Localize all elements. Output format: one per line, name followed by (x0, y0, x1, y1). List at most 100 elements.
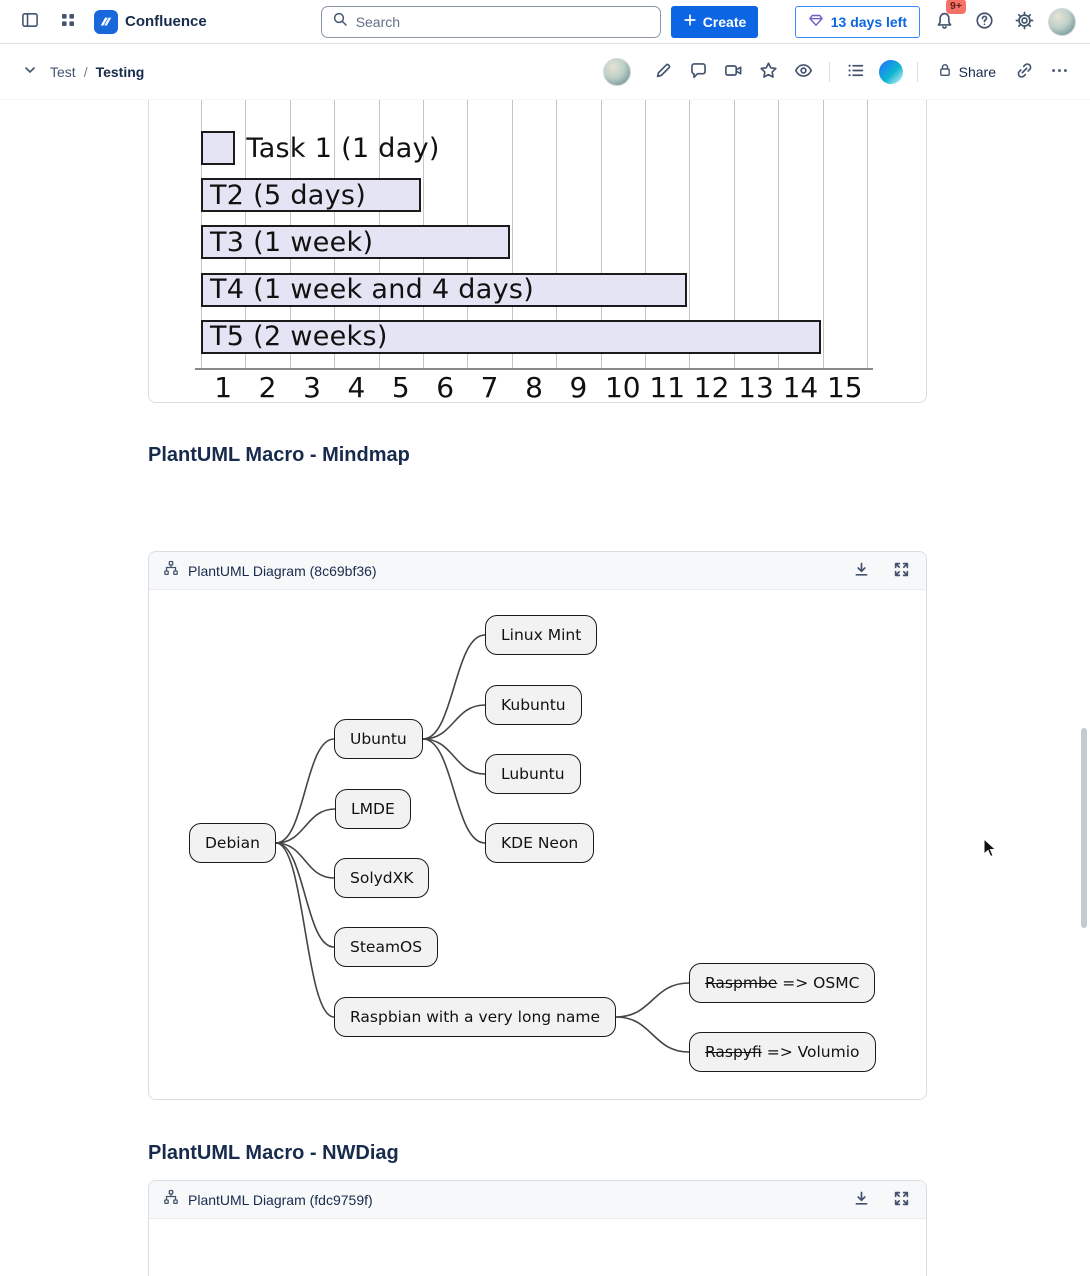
ellipsis-icon (1050, 61, 1069, 83)
pencil-icon (654, 61, 673, 83)
share-label: Share (958, 63, 996, 80)
video-button[interactable] (717, 56, 750, 88)
mindmap-panel-header: PlantUML Diagram (8c69bf36) (149, 552, 926, 590)
gantt-axis-label: 12 (693, 371, 730, 403)
mindmap-node-label: KDE Neon (501, 834, 579, 852)
heading-plantuml-mindmap: PlantUML Macro - Mindmap (148, 444, 410, 466)
gantt-gridline (822, 100, 824, 368)
list-icon (846, 61, 865, 83)
lock-icon (937, 62, 953, 81)
mindmap-connector (422, 634, 486, 740)
create-button-label: Create (702, 13, 747, 30)
nwdiag-panel-header: PlantUML Diagram (fdc9759f) (149, 1181, 926, 1219)
download-icon (853, 1190, 870, 1210)
mindmap-node-label: Lubuntu (501, 765, 565, 783)
question-icon (975, 11, 994, 33)
app-name: Confluence (125, 13, 207, 30)
app-switcher-button[interactable] (52, 6, 84, 38)
trial-countdown-button[interactable]: 13 days left (794, 5, 920, 38)
fullscreen-diagram-button[interactable] (890, 560, 912, 582)
mindmap-node-label: SolydXK (350, 869, 414, 887)
mindmap-connector (422, 738, 486, 844)
bell-icon (935, 11, 954, 33)
vertical-scrollbar-thumb[interactable] (1081, 728, 1087, 928)
gantt-axis-label: 6 (436, 371, 455, 403)
gantt-axis-line (195, 368, 873, 370)
search-input[interactable] (355, 13, 650, 30)
breadcrumb-separator: / (83, 63, 88, 80)
toolbar-divider (916, 61, 918, 82)
breadcrumb-current: Testing (95, 63, 145, 80)
share-button[interactable]: Share (927, 56, 1006, 88)
gantt-axis-label: 15 (826, 371, 863, 403)
download-diagram-button[interactable] (850, 560, 872, 582)
rovo-app-icon[interactable] (878, 59, 903, 84)
mindmap-node-label: Raspbian with a very long name (350, 1008, 600, 1026)
mindmap-node-kdeneon: KDE Neon (485, 823, 595, 863)
settings-button[interactable] (1008, 6, 1040, 38)
chevron-down-icon (22, 62, 38, 81)
page-content: Task 1 (1 day)T2 (5 days)T3 (1 week)T4 (… (148, 100, 927, 1276)
edit-page-button[interactable] (647, 56, 680, 88)
mindmap-connector (422, 738, 486, 775)
mindmap-node-volumio: Raspyfi => Volumio (689, 1032, 876, 1072)
mindmap-node-steamos: SteamOS (334, 927, 439, 967)
gantt-axis-label: 14 (782, 371, 819, 403)
comments-button[interactable] (682, 56, 715, 88)
nwdiag-diagram (149, 1219, 926, 1276)
mindmap-connector (615, 982, 690, 1018)
global-search[interactable] (320, 5, 661, 38)
top-navigation: Confluence Create (0, 0, 1090, 44)
gantt-gridline (733, 100, 735, 368)
mindmap-connector (275, 842, 335, 879)
collapse-breadcrumb-button[interactable] (14, 56, 46, 88)
watch-button[interactable] (787, 56, 820, 88)
gantt-axis-label: 1 (214, 371, 233, 403)
trial-label: 13 days left (830, 13, 907, 30)
gantt-gridline (778, 100, 780, 368)
camera-icon (724, 61, 743, 83)
notification-count-badge: 9+ (946, 0, 966, 14)
mindmap-connector (615, 1016, 690, 1053)
confluence-logo[interactable]: Confluence (94, 9, 207, 34)
expand-icon (893, 1190, 910, 1210)
gantt-bar (201, 131, 236, 165)
gem-icon (808, 12, 824, 31)
mindmap-node-lmde: LMDE (335, 789, 411, 829)
mindmap-connector (275, 842, 335, 1018)
gantt-chart: Task 1 (1 day)T2 (5 days)T3 (1 week)T4 (… (149, 100, 926, 402)
mouse-cursor (980, 837, 1000, 863)
user-avatar[interactable] (1048, 7, 1076, 36)
plus-icon (683, 13, 697, 30)
copy-link-button[interactable] (1008, 56, 1041, 88)
gantt-axis-label: 11 (649, 371, 686, 403)
star-icon (759, 61, 778, 83)
sidebar-toggle-button[interactable] (14, 6, 46, 38)
nwdiag-diagram-panel: PlantUML Diagram (fdc9759f) (148, 1180, 927, 1276)
fullscreen-diagram-button[interactable] (890, 1189, 912, 1211)
panel-left-icon (21, 11, 39, 32)
help-button[interactable] (968, 6, 1000, 38)
gantt-gridline (600, 100, 602, 368)
gantt-axis-label: 5 (391, 371, 410, 403)
create-button[interactable]: Create (670, 5, 759, 38)
favorite-button[interactable] (752, 56, 785, 88)
download-diagram-button[interactable] (850, 1189, 872, 1211)
mindmap-node-lubuntu: Lubuntu (485, 754, 581, 794)
mindmap-node-label: Raspyfi (705, 1043, 762, 1061)
mindmap-node-ubuntu: Ubuntu (334, 719, 423, 759)
mindmap-node-label: LMDE (351, 800, 395, 818)
outline-button[interactable] (839, 56, 872, 88)
breadcrumb-parent[interactable]: Test (50, 63, 76, 80)
diagram-tree-icon (163, 1189, 179, 1210)
confluence-logo-icon (94, 9, 118, 34)
app-grid-icon (60, 12, 76, 31)
gantt-axis-label: 2 (258, 371, 277, 403)
gantt-gridline (511, 100, 513, 368)
notifications-button[interactable] (928, 6, 960, 38)
mindmap-connectors (275, 634, 690, 1053)
more-actions-button[interactable] (1043, 56, 1076, 88)
editor-avatar[interactable] (602, 57, 631, 86)
mindmap-node-label: SteamOS (350, 938, 423, 956)
